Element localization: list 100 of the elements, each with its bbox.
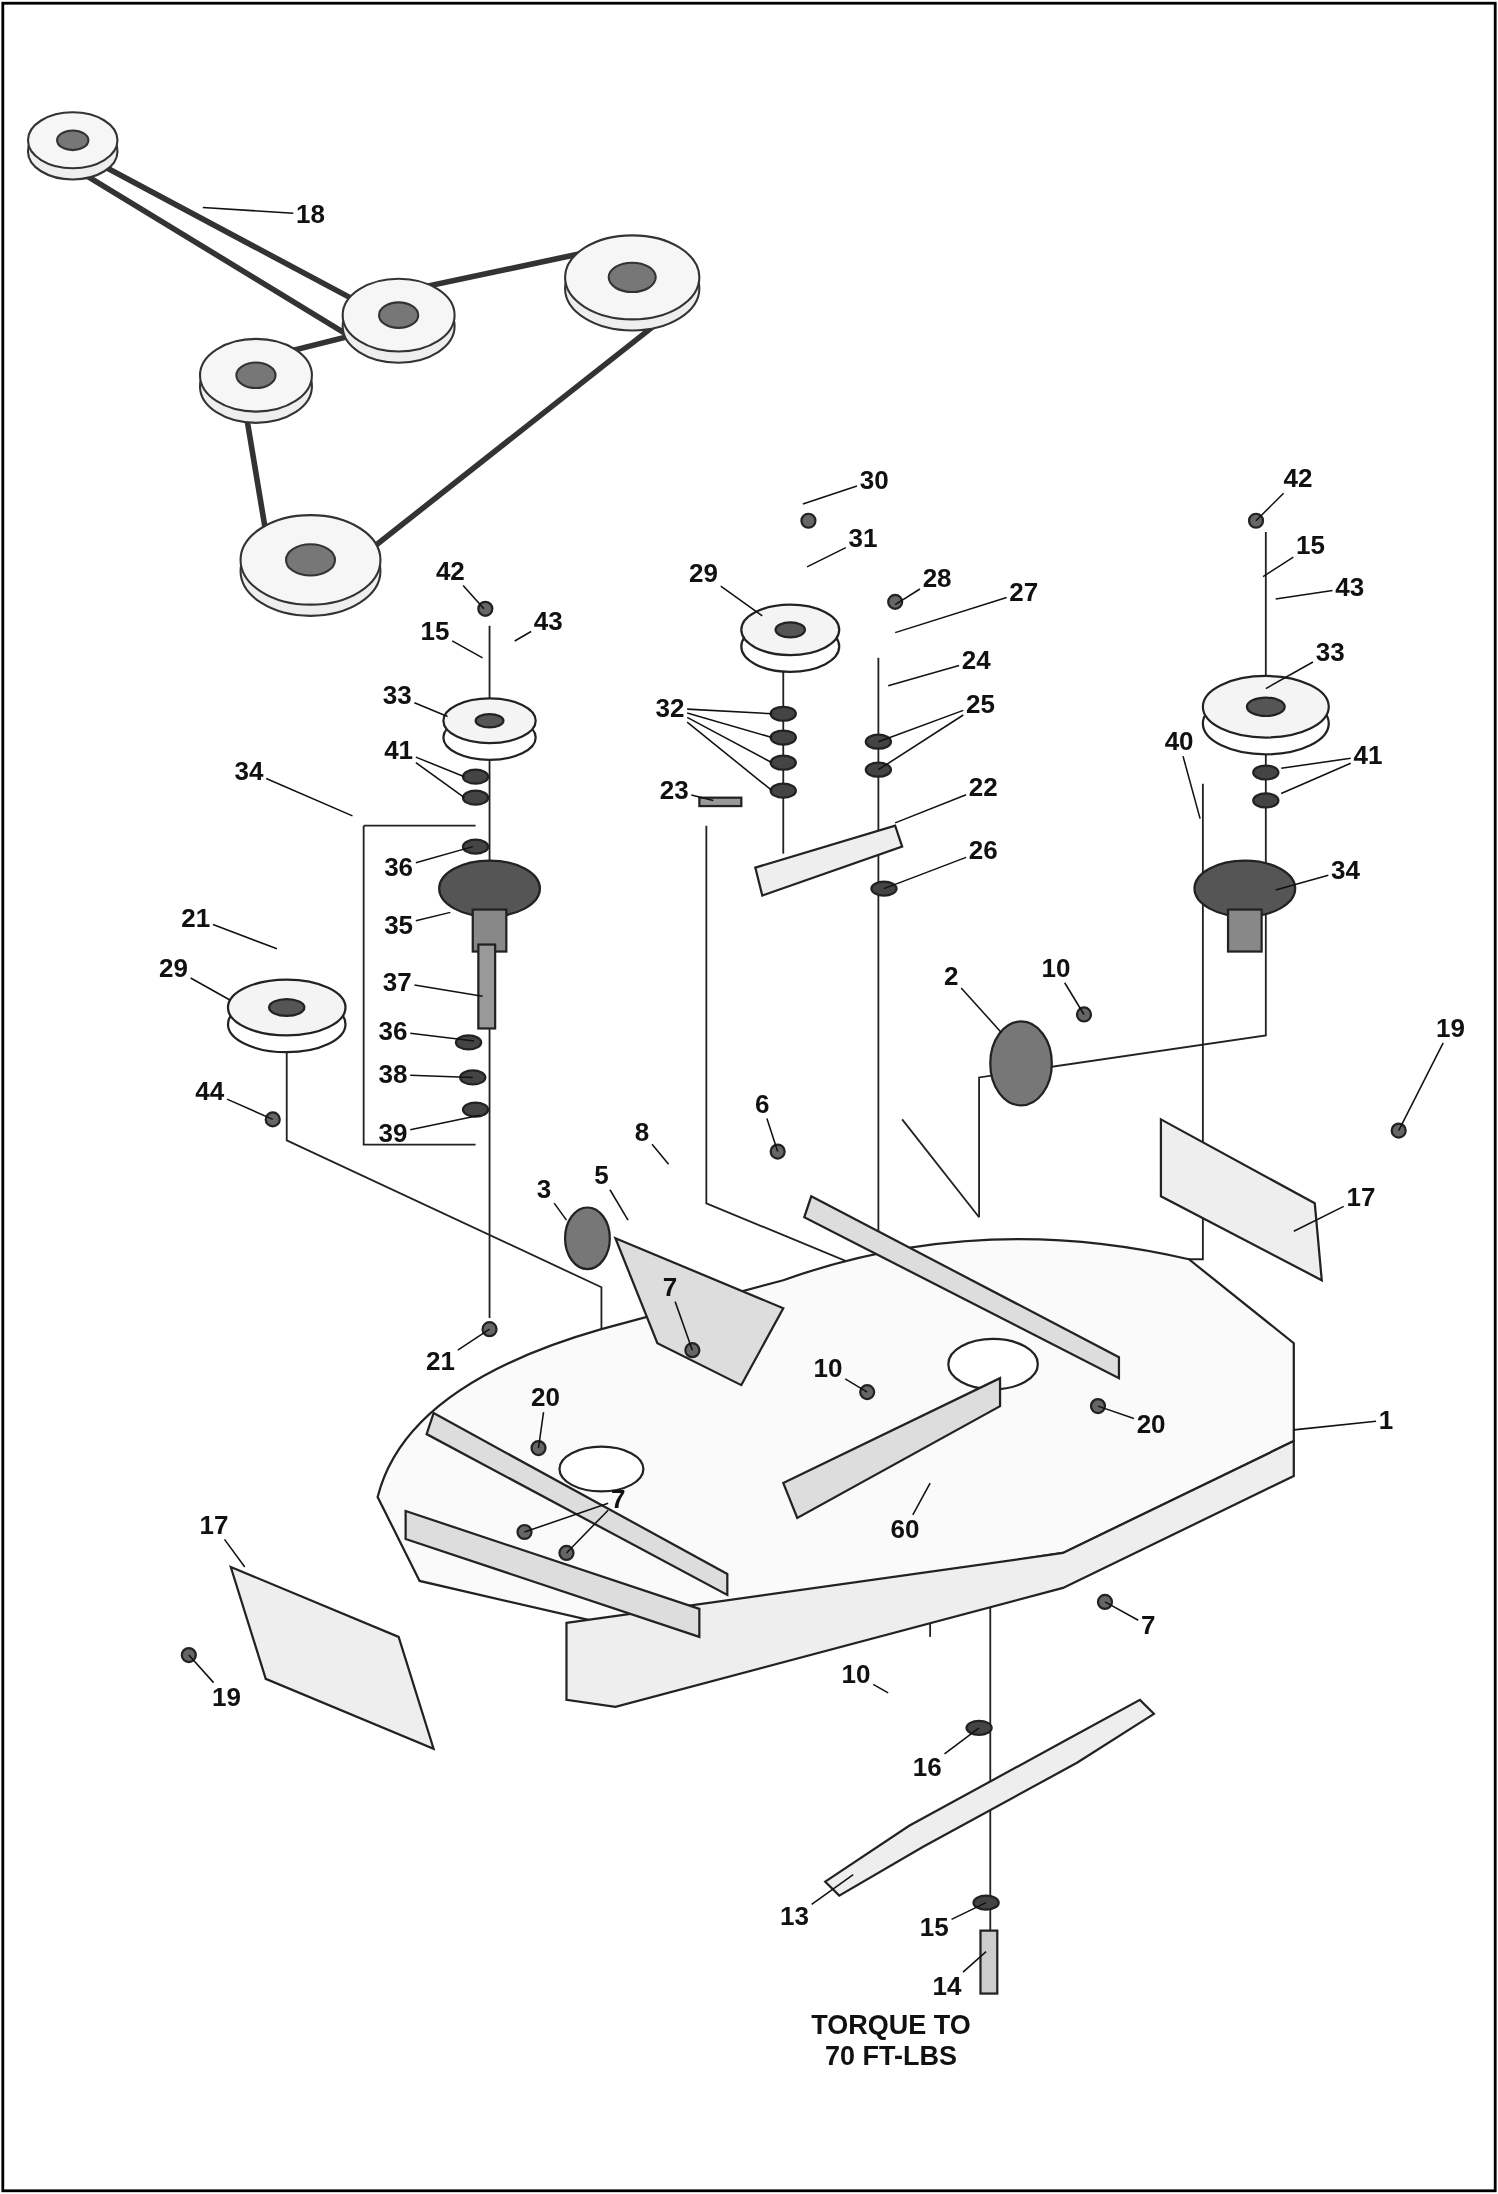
- leader-line: [943, 1727, 980, 1755]
- callout-number: 39: [378, 1119, 408, 1146]
- callout-number: 15: [919, 1914, 949, 1941]
- callout-number: 34: [234, 757, 264, 784]
- leader-line: [212, 923, 278, 950]
- callout-number: 43: [1335, 574, 1365, 601]
- leader-line: [894, 588, 921, 606]
- callout-number: 3: [536, 1175, 552, 1202]
- callout-number: 7: [611, 1486, 626, 1513]
- callout-number: 20: [531, 1384, 560, 1411]
- callout-number: 10: [813, 1354, 843, 1381]
- callout-number: 16: [912, 1753, 942, 1780]
- callout-number: 2: [943, 963, 959, 990]
- callout-number: 19: [1436, 1015, 1465, 1042]
- callout-number: 42: [1283, 465, 1313, 492]
- leader-line: [1265, 661, 1314, 690]
- callout-number: 34: [1331, 857, 1360, 883]
- leader-line: [565, 1509, 609, 1554]
- leader-line: [1104, 1601, 1140, 1621]
- leader-line: [415, 761, 466, 799]
- leader-line: [872, 1683, 889, 1694]
- callout-number: 33: [1315, 638, 1345, 665]
- leader-line: [1274, 589, 1334, 600]
- leader-line: [912, 1482, 931, 1516]
- leader-line: [1063, 981, 1085, 1016]
- leader-line: [1280, 762, 1352, 795]
- leader-line: [1097, 1405, 1135, 1420]
- torque-note: TORQUE TO 70 FT-LBS: [810, 2009, 972, 2072]
- callout-number: 38: [378, 1061, 408, 1088]
- leader-line: [457, 1328, 491, 1351]
- callout-number: 28: [922, 564, 952, 591]
- callout-number: 19: [212, 1683, 242, 1710]
- leader-line: [188, 1654, 215, 1684]
- leader-line: [1274, 874, 1330, 891]
- callout-number: 40: [1164, 728, 1194, 755]
- leader-line: [1397, 1042, 1444, 1132]
- callout-number: 10: [1041, 954, 1071, 981]
- leader-line: [686, 712, 773, 739]
- leader-line: [894, 596, 1008, 634]
- callout-number: 23: [659, 777, 689, 804]
- callout-number: 29: [159, 954, 188, 981]
- callout-number: 27: [1009, 578, 1039, 605]
- leader-line: [553, 1202, 568, 1221]
- leader-line: [226, 1098, 274, 1121]
- callout-number: 8: [634, 1118, 650, 1145]
- callout-number: 7: [1141, 1612, 1156, 1639]
- leader-line: [189, 977, 232, 1002]
- callout-number: 60: [890, 1515, 920, 1542]
- leader-line: [877, 714, 965, 771]
- leader-line: [1255, 492, 1285, 522]
- leader-line: [265, 777, 354, 817]
- leader-line: [894, 793, 967, 824]
- leader-line: [950, 1901, 987, 1921]
- callout-number: 43: [533, 608, 563, 634]
- leader-line: [962, 1950, 987, 1973]
- leader-line: [1262, 556, 1295, 578]
- leader-line: [537, 1411, 545, 1449]
- callout-number: 30: [859, 466, 889, 493]
- leader-line: [415, 756, 466, 778]
- callout-number: 32: [655, 694, 685, 721]
- callout-number: 10: [841, 1661, 871, 1688]
- callout-number: 41: [384, 736, 414, 763]
- callout-number: 26: [968, 837, 998, 864]
- callout-number: 18: [296, 201, 325, 227]
- callout-number: 36: [378, 1017, 408, 1044]
- leader-line: [415, 911, 452, 922]
- leader-line: [686, 721, 773, 792]
- leader-line: [877, 709, 965, 743]
- callout-number: 42: [435, 557, 465, 584]
- leader-line: [1280, 757, 1352, 770]
- callout-number: 22: [968, 774, 998, 801]
- leader-line: [202, 206, 295, 215]
- leader-line: [1293, 1205, 1345, 1233]
- leader-line: [686, 708, 773, 715]
- leader-line: [883, 856, 967, 890]
- leader-line: [1182, 755, 1201, 820]
- leader-line: [409, 1114, 481, 1131]
- callout-number: 33: [382, 682, 412, 709]
- callout-number: 14: [932, 1973, 962, 2000]
- callout-number: 31: [848, 525, 878, 552]
- leader-line: [651, 1143, 670, 1165]
- callout-number: 13: [780, 1903, 809, 1930]
- leader-line: [766, 1117, 779, 1153]
- leader-line: [513, 630, 532, 642]
- callout-number: 20: [1136, 1410, 1166, 1437]
- leader-line: [462, 584, 485, 610]
- callout-number: 1: [1378, 1406, 1394, 1433]
- leader-line: [223, 1538, 246, 1568]
- leader-line: [960, 987, 1003, 1034]
- callout-number: 15: [420, 617, 450, 644]
- callout-number: 21: [426, 1347, 456, 1374]
- leader-line: [887, 664, 960, 687]
- leader-line: [609, 1188, 629, 1221]
- leader-line: [674, 1300, 694, 1351]
- leader-line: [806, 546, 847, 568]
- leader-line: [409, 1074, 474, 1079]
- leader-line: [686, 716, 773, 764]
- callout-number: 36: [384, 854, 414, 881]
- callout-number: 15: [1296, 532, 1325, 559]
- leader-line: [690, 794, 715, 802]
